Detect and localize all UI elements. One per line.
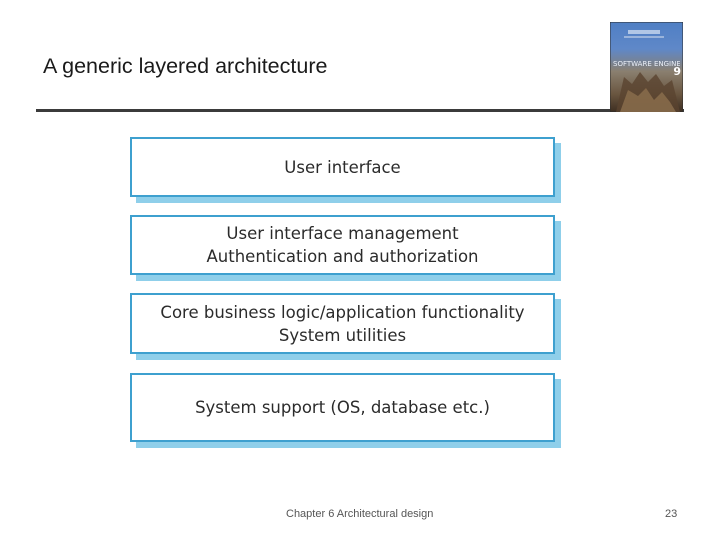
book-cover-image: SOFTWARE ENGINEERING 9 (610, 22, 683, 112)
slide-footer: Chapter 6 Architectural design (286, 508, 434, 520)
slide-title: A generic layered architecture (43, 54, 328, 78)
layer-label: Core business logic/application function… (160, 302, 525, 322)
page-number: 23 (665, 508, 678, 520)
layer-core-business-logic: Core business logic/application function… (130, 293, 555, 354)
layer-ui-management: User interface management Authentication… (130, 215, 555, 275)
layer-label: Authentication and authorization (206, 247, 479, 266)
layer-label: System support (OS, database etc.) (195, 398, 490, 417)
book-cover-title: SOFTWARE ENGINEERING (613, 60, 680, 68)
layer-system-support: System support (OS, database etc.) (130, 373, 555, 442)
layer-user-interface: User interface (130, 137, 555, 197)
layer-label: System utilities (278, 325, 407, 345)
book-cover-edition: 9 (673, 65, 681, 78)
layer-label: User interface management (226, 224, 459, 243)
book-cover-art (610, 22, 683, 112)
layer-label: User interface (284, 157, 401, 177)
title-underline (36, 109, 684, 112)
